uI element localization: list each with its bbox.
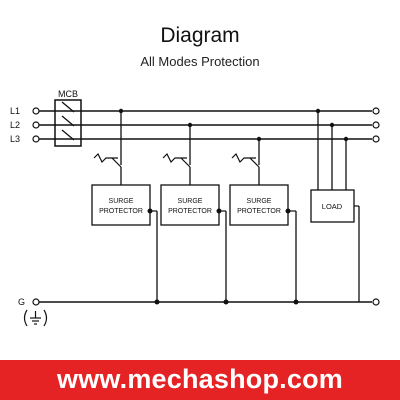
protector-2-label-line2: PROTECTOR bbox=[168, 208, 212, 215]
surge-protector-box-2 bbox=[160, 184, 220, 226]
page-subtitle: All Modes Protection bbox=[140, 54, 260, 69]
terminal-circles bbox=[32, 107, 380, 306]
protector-1-label-line1: SURGE bbox=[109, 198, 134, 205]
website-banner bbox=[0, 360, 400, 400]
protector-2: SURGE PROTECTOR bbox=[160, 122, 229, 305]
page-title: Diagram bbox=[160, 24, 240, 47]
line-l1-label: L1 bbox=[10, 106, 20, 116]
surge-protector-box-3 bbox=[229, 184, 289, 226]
protector-3-label-line1: SURGE bbox=[247, 198, 272, 205]
line-l3-label: L3 bbox=[10, 134, 20, 144]
mcb-box bbox=[54, 99, 82, 147]
wiring-diagram: MCB L1 L2 L3 G bbox=[10, 89, 380, 327]
mcb-switch-contacts bbox=[61, 101, 75, 141]
website-url[interactable]: www.mechashop.com bbox=[57, 364, 343, 394]
ground-label: G bbox=[18, 297, 25, 307]
load: LOAD bbox=[310, 108, 360, 302]
surge-protector-box-1 bbox=[91, 184, 151, 226]
protector-1: SURGE PROTECTOR bbox=[91, 108, 160, 305]
protector-3: SURGE PROTECTOR bbox=[229, 136, 299, 305]
line-l2-label: L2 bbox=[10, 120, 20, 130]
protector-2-label-line1: SURGE bbox=[178, 198, 203, 205]
protector-3-label-line2: PROTECTOR bbox=[237, 208, 281, 215]
protector-1-label-line2: PROTECTOR bbox=[99, 208, 143, 215]
mcb-label: MCB bbox=[58, 89, 78, 99]
ground-icon bbox=[23, 309, 48, 327]
load-label: LOAD bbox=[322, 202, 343, 211]
